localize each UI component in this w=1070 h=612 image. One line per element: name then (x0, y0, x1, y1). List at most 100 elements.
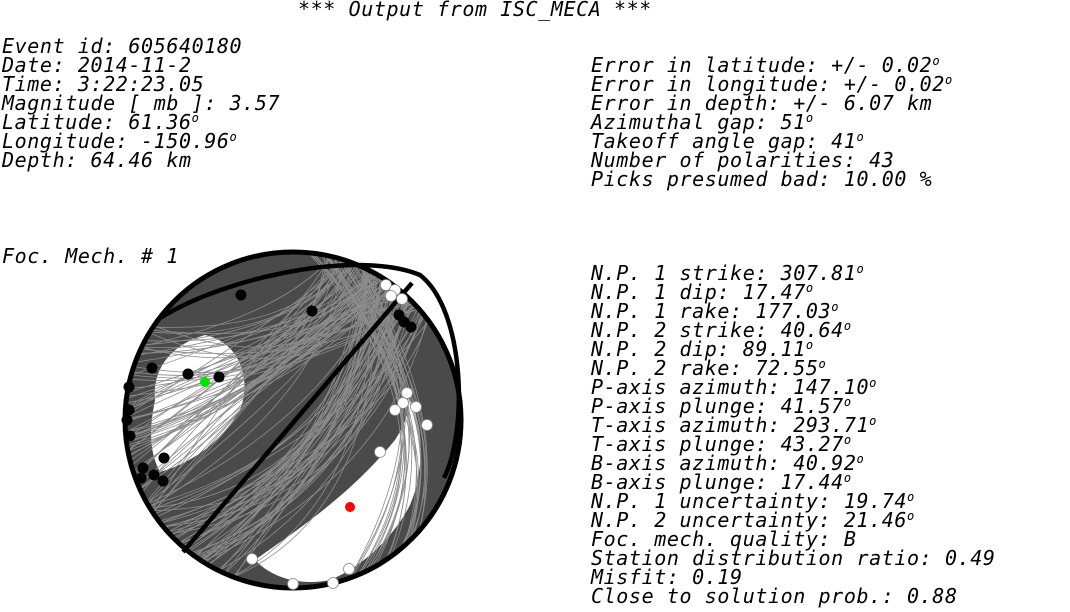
uncertainty-line (171, 289, 396, 534)
dilatation-polarity (287, 578, 299, 590)
uncertainty-line (127, 296, 405, 439)
np2-rake: N.P. 2 rake: 72.55o (591, 356, 827, 380)
np2-dip: N.P. 2 dip: 89.11o (591, 337, 814, 361)
compression-polarity (148, 469, 160, 481)
azimuthal-gap: Azimuthal gap: 51o (591, 110, 814, 134)
dilatation-polarity (389, 404, 401, 416)
uncertainty-line (155, 322, 428, 514)
p-axis-plunge: P-axis plunge: 41.57o (591, 394, 852, 418)
dilatation-polarity (401, 387, 413, 399)
event-time: Time: 3:22:23.05 (2, 72, 205, 96)
uncertainty-line (133, 259, 338, 379)
uncertainty-line (147, 266, 357, 342)
uncertainty-line (313, 255, 402, 572)
dilatation-polarity (397, 397, 409, 409)
uncertainty-line (131, 261, 344, 460)
dilatation-polarity (327, 577, 339, 589)
t-axis-plunge: T-axis plunge: 43.27o (591, 432, 852, 456)
np2-strike: N.P. 2 strike: 40.64o (591, 318, 852, 342)
uncertainty-line (151, 303, 412, 359)
error-depth: Error in depth: +/- 6.07 km (591, 91, 933, 115)
polarity-markers (121, 279, 433, 590)
uncertainty-line (162, 322, 428, 523)
station-distribution-ratio: Station distribution ratio: 0.49 (591, 546, 996, 570)
np1-dip: N.P. 1 dip: 17.47o (591, 280, 814, 304)
uncertainty-line (204, 321, 427, 561)
dilatation-polarity (380, 279, 392, 291)
dilatation-polarity (374, 446, 386, 458)
compression-polarity (182, 368, 194, 380)
page-title: *** Output from ISC_MECA *** (298, 0, 652, 21)
uncertainty-line (136, 259, 338, 476)
focal-mechanism-quality: Foc. mech. quality: B (591, 527, 857, 551)
compression-polarity (157, 475, 169, 487)
uncertainty-line (144, 258, 331, 346)
compression-polarity (135, 472, 147, 484)
uncertainty-line (339, 260, 410, 568)
uncertainty-line (329, 257, 403, 573)
b-axis-plunge: B-axis plunge: 17.44o (591, 470, 852, 494)
uncertainty-line (350, 265, 406, 576)
nodal-plane-2 (181, 281, 414, 554)
error-longitude: Error in longitude: +/- 0.02o (591, 72, 953, 96)
uncertainty-line (312, 254, 422, 541)
event-magnitude: Magnitude [ mb ]: 3.57 (2, 91, 281, 115)
error-latitude: Error in latitude: +/- 0.02o (591, 53, 941, 77)
np1-uncertainty: N.P. 1 uncertainty: 19.74o (591, 489, 915, 513)
uncertainty-line (141, 285, 392, 489)
compression-polarity (124, 430, 136, 442)
uncertainty-line (180, 270, 367, 543)
dilatation-region-south (255, 392, 421, 582)
misfit: Misfit: 0.19 (591, 565, 743, 589)
dilatation-polarity (385, 290, 397, 302)
b-axis-azimuth: B-axis azimuth: 40.92o (591, 451, 865, 475)
uncertainty-line (153, 267, 359, 511)
dilatation-polarity (410, 401, 422, 413)
uncertainty-line (129, 257, 330, 450)
compression-polarity (235, 289, 247, 301)
uncertainty-line (133, 259, 337, 375)
foc-mech-label: Foc. Mech. # 1 (2, 244, 179, 268)
np1-rake: N.P. 1 rake: 177.03o (591, 299, 840, 323)
uncertainty-line (155, 260, 342, 328)
compression-polarity (146, 362, 158, 374)
p-axis-marker (200, 377, 210, 387)
compression-polarity (306, 305, 318, 317)
t-axis-marker (345, 502, 355, 512)
uncertainty-line (350, 268, 403, 576)
uncertainty-line (205, 303, 412, 562)
t-axis-azimuth: T-axis azimuth: 293.71o (591, 413, 877, 437)
uncertainty-line (137, 259, 337, 363)
event-id: Event id: 605640180 (2, 34, 243, 58)
beachball-group (121, 249, 464, 591)
compression-polarity (213, 371, 225, 383)
dilatation-polarity (421, 419, 433, 431)
event-depth: Depth: 64.46 km (2, 148, 192, 172)
uncertainty-line (127, 303, 412, 407)
np1-strike: N.P. 1 strike: 307.81o (591, 261, 865, 285)
compression-polarity (137, 462, 149, 474)
nodal-plane-1 (158, 262, 462, 480)
p-axis-azimuth: P-axis azimuth: 147.10o (591, 375, 877, 399)
uncertainty-line (149, 281, 386, 504)
mechanism-info-block: N.P. 1 strike: 307.81o N.P. 1 dip: 17.47… (591, 261, 996, 608)
solution-probability: Close to solution prob.: 0.88 (591, 584, 958, 608)
uncertainty-line (326, 257, 425, 534)
dilatation-polarity (246, 553, 258, 565)
uncertainty-nodal-lines (126, 254, 428, 577)
uncertainty-line (343, 261, 406, 564)
compression-polarity (405, 321, 417, 333)
event-date: Date: 2014-11-2 (2, 53, 192, 77)
event-latitude: Latitude: 61.36o (2, 110, 200, 134)
dilatation-polarity (396, 293, 408, 305)
uncertainty-line (351, 264, 422, 545)
uncertainty-line (235, 301, 410, 576)
dilatation-polarity (343, 563, 355, 575)
picks-presumed-bad: Picks presumed bad: 10.00 % (591, 167, 933, 191)
error-info-block: Error in latitude: +/- 0.02o Error in lo… (591, 53, 953, 191)
compression-polarity (158, 452, 170, 464)
takeoff-gap: Takeoff angle gap: 41o (591, 129, 865, 153)
uncertainty-line (190, 273, 372, 551)
compression-polarity (123, 381, 135, 393)
